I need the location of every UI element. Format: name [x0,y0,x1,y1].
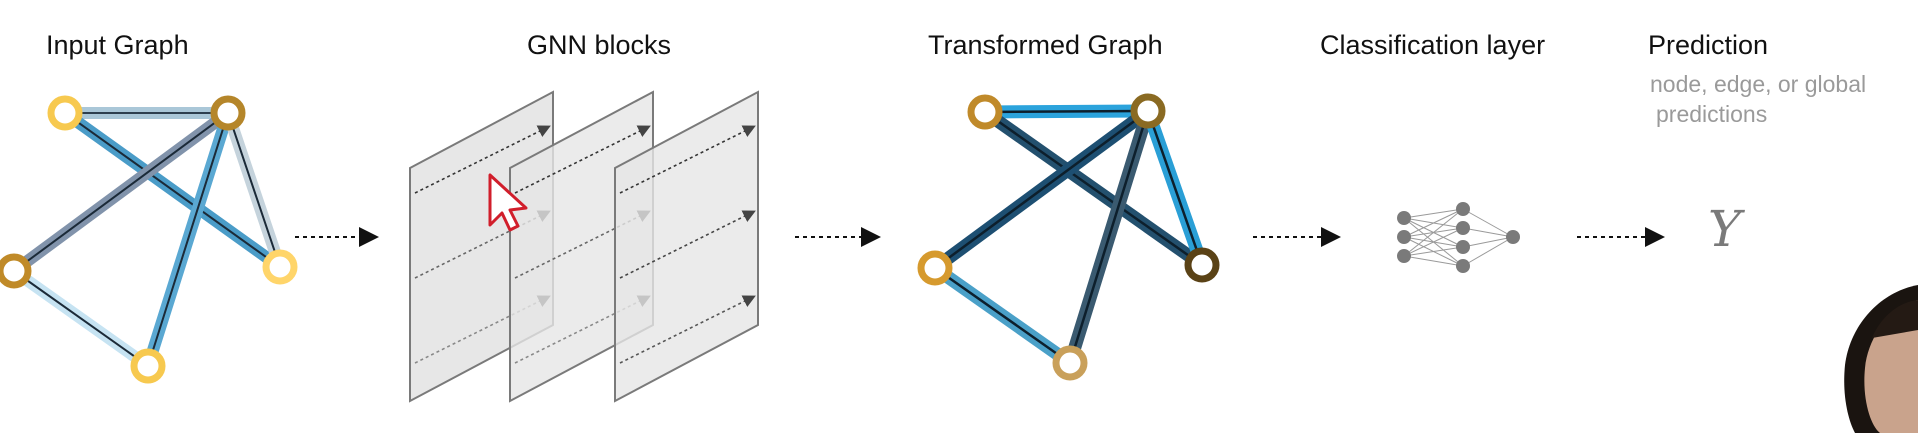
gnn-block [614,90,759,403]
graph-node [47,95,83,131]
prediction-note-line1: node, edge, or global [1650,71,1867,97]
classification-layer-label: Classification layer [1320,30,1546,60]
graph-node [917,250,953,286]
gnn-blocks-label: GNN blocks [527,30,672,60]
neural-network-icon [1397,202,1520,273]
gnn-blocks [409,90,759,403]
transformed-graph-label: Transformed Graph [928,30,1163,60]
input-graph-nodes [0,95,298,384]
input-graph [0,95,298,384]
graph-node [967,94,1003,130]
graph-node [262,249,298,285]
graph-node [1130,93,1166,129]
transformed-graph-edges [928,104,1209,370]
mouse-cursor-icon [488,173,528,232]
input-graph-label: Input Graph [46,30,189,60]
graph-node [0,253,32,289]
input-graph-edges [8,107,286,372]
graph-node [210,95,246,131]
graph-node [1184,247,1220,283]
presenter-video-overlay [1844,285,1918,433]
graph-node [1052,345,1088,381]
transformed-graph [917,93,1220,381]
transformed-graph-nodes [917,93,1220,381]
graph-node [130,348,166,384]
prediction-label: Prediction [1648,30,1769,60]
prediction-note-line2: predictions [1656,101,1768,127]
output-symbol-y: Y [1708,200,1742,258]
